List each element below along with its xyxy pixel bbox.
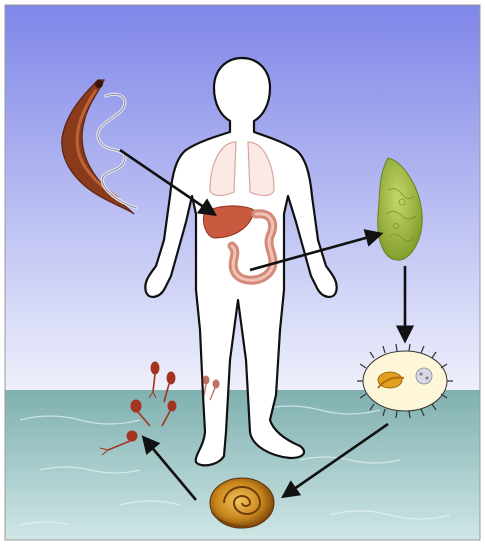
ciliated-larva-icon (363, 351, 447, 411)
snail-host (210, 478, 274, 528)
worm-sucker-icon (95, 80, 103, 88)
